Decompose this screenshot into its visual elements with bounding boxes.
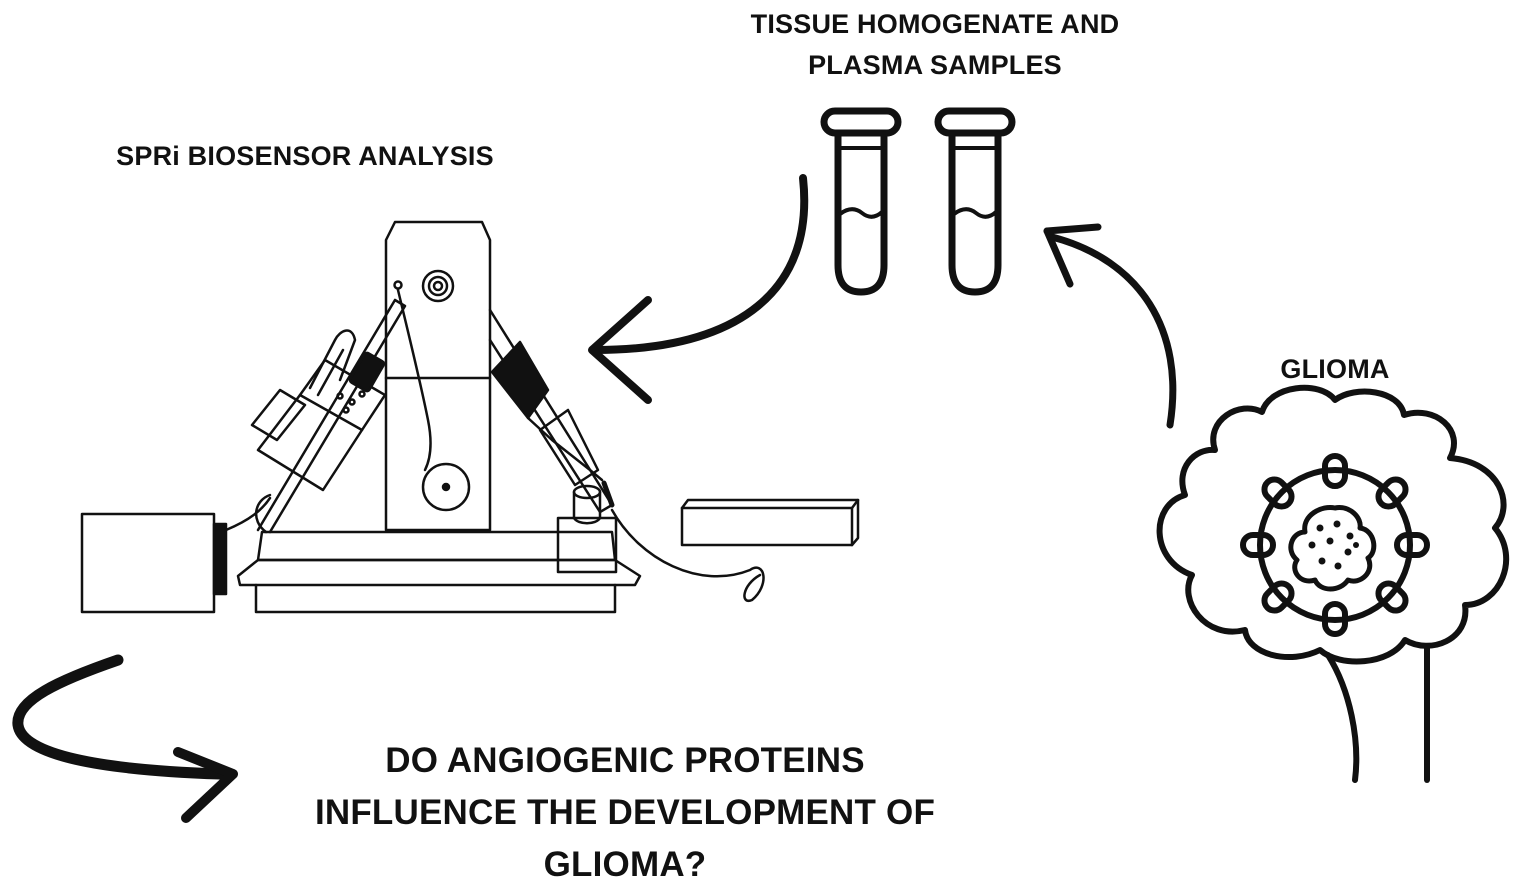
curved-arrow-icon [12, 654, 238, 823]
test-tube-icon [820, 107, 902, 296]
question-line-3: GLIOMA? [543, 845, 707, 884]
spri-instrument-icon [80, 220, 860, 614]
samples-label-line-2: PLASMA SAMPLES [808, 50, 1062, 80]
test-tube-icon [934, 107, 1016, 296]
curved-arrow-icon [588, 174, 809, 404]
spri-label: SPRi BIOSENSOR ANALYSIS [116, 141, 494, 171]
question-line-2: INFLUENCE THE DEVELOPMENT OF [314, 793, 936, 832]
research-question: DO ANGIOGENIC PROTEINS INFLUENCE THE DEV… [270, 735, 980, 891]
tumor-cells [1308, 520, 1359, 570]
curved-arrow-icon [1043, 223, 1177, 429]
glioma-label: GLIOMA [1280, 354, 1390, 384]
question-line-1: DO ANGIOGENIC PROTEINS [385, 741, 865, 780]
samples-label: TISSUE HOMOGENATE AND PLASMA SAMPLES [700, 4, 1170, 86]
samples-label-line-1: TISSUE HOMOGENATE AND [750, 9, 1120, 39]
brain-tumor-icon [1156, 384, 1510, 783]
